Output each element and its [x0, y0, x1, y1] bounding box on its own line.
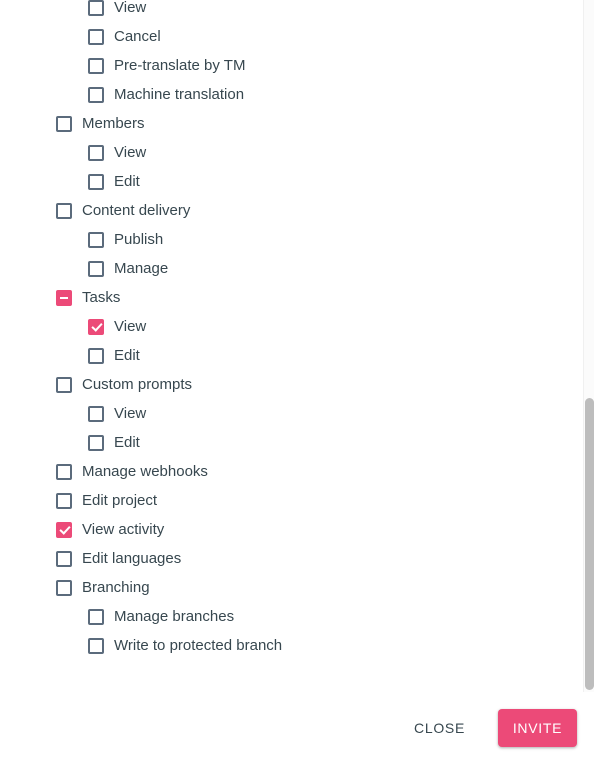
- permission-row[interactable]: Edit: [0, 341, 584, 370]
- permission-row[interactable]: View: [0, 0, 584, 22]
- permission-row[interactable]: Branching: [0, 573, 584, 602]
- permission-label: Edit: [114, 347, 140, 364]
- permission-label: Manage: [114, 260, 169, 277]
- permission-row[interactable]: Edit: [0, 167, 584, 196]
- checkbox-unchecked-icon[interactable]: [56, 492, 72, 509]
- checkbox-unchecked-icon[interactable]: [88, 637, 104, 654]
- permission-label: Edit: [114, 173, 140, 190]
- checkbox-unchecked-icon[interactable]: [56, 202, 72, 219]
- checkbox-unchecked-icon[interactable]: [88, 0, 104, 16]
- invite-button[interactable]: INVITE: [498, 709, 577, 747]
- checkbox-checked-icon[interactable]: [88, 318, 104, 335]
- checkbox-unchecked-icon[interactable]: [56, 550, 72, 567]
- checkbox-unchecked-icon[interactable]: [88, 405, 104, 422]
- permission-row[interactable]: Custom prompts: [0, 370, 584, 399]
- permission-label: Edit project: [82, 492, 158, 509]
- permission-label: Custom prompts: [82, 376, 193, 393]
- permission-label: Cancel: [114, 28, 161, 45]
- permission-label: Write to protected branch: [114, 637, 283, 654]
- permission-label: View: [114, 318, 147, 335]
- checkbox-unchecked-icon[interactable]: [56, 376, 72, 393]
- checkbox-unchecked-icon[interactable]: [88, 28, 104, 45]
- checkbox-unchecked-icon[interactable]: [56, 579, 72, 596]
- checkbox-unchecked-icon[interactable]: [88, 347, 104, 364]
- permission-label: View activity: [82, 521, 165, 538]
- permission-label: View: [114, 0, 147, 16]
- permission-row[interactable]: View activity: [0, 515, 584, 544]
- permission-label: Publish: [114, 231, 164, 248]
- checkbox-unchecked-icon[interactable]: [88, 434, 104, 451]
- checkbox-unchecked-icon[interactable]: [56, 463, 72, 480]
- permission-row[interactable]: Edit languages: [0, 544, 584, 573]
- permission-label: Manage branches: [114, 608, 235, 625]
- permission-label: Edit: [114, 434, 140, 451]
- checkbox-unchecked-icon[interactable]: [88, 57, 104, 74]
- permission-label: Manage webhooks: [82, 463, 208, 480]
- permission-label: Edit languages: [82, 550, 182, 567]
- permission-label: Tasks: [82, 289, 121, 306]
- checkbox-unchecked-icon[interactable]: [56, 115, 72, 132]
- dialog-footer: CLOSE INVITE: [0, 692, 600, 764]
- close-button[interactable]: CLOSE: [398, 711, 481, 745]
- permission-row[interactable]: Tasks: [0, 283, 584, 312]
- permission-row[interactable]: Edit: [0, 428, 584, 457]
- scrollbar-track[interactable]: [583, 0, 594, 692]
- permission-row[interactable]: Content delivery: [0, 196, 584, 225]
- permission-row[interactable]: Cancel: [0, 22, 584, 51]
- permission-label: Machine translation: [114, 86, 245, 103]
- permission-row[interactable]: Members: [0, 109, 584, 138]
- checkbox-unchecked-icon[interactable]: [88, 608, 104, 625]
- permission-label: Pre-translate by TM: [114, 57, 246, 74]
- checkbox-unchecked-icon[interactable]: [88, 173, 104, 190]
- permission-row[interactable]: View: [0, 399, 584, 428]
- permission-row[interactable]: Publish: [0, 225, 584, 254]
- checkbox-indeterminate-icon[interactable]: [56, 289, 72, 306]
- permission-row[interactable]: Write to protected branch: [0, 631, 584, 660]
- checkbox-unchecked-icon[interactable]: [88, 86, 104, 103]
- permission-row[interactable]: Manage: [0, 254, 584, 283]
- permission-label: View: [114, 405, 147, 422]
- permission-row[interactable]: View: [0, 312, 584, 341]
- checkbox-unchecked-icon[interactable]: [88, 144, 104, 161]
- permission-row[interactable]: Pre-translate by TM: [0, 51, 584, 80]
- scrollbar-thumb[interactable]: [585, 398, 594, 690]
- permission-label: Branching: [82, 579, 150, 596]
- permission-label: Members: [82, 115, 145, 132]
- permission-row[interactable]: Manage branches: [0, 602, 584, 631]
- permission-row[interactable]: View: [0, 138, 584, 167]
- permission-label: View: [114, 144, 147, 161]
- permission-row[interactable]: Edit project: [0, 486, 584, 515]
- checkbox-unchecked-icon[interactable]: [88, 260, 104, 277]
- checkbox-unchecked-icon[interactable]: [88, 231, 104, 248]
- permission-row[interactable]: Manage webhooks: [0, 457, 584, 486]
- permission-label: Content delivery: [82, 202, 191, 219]
- checkbox-checked-icon[interactable]: [56, 521, 72, 538]
- permission-row[interactable]: Machine translation: [0, 80, 584, 109]
